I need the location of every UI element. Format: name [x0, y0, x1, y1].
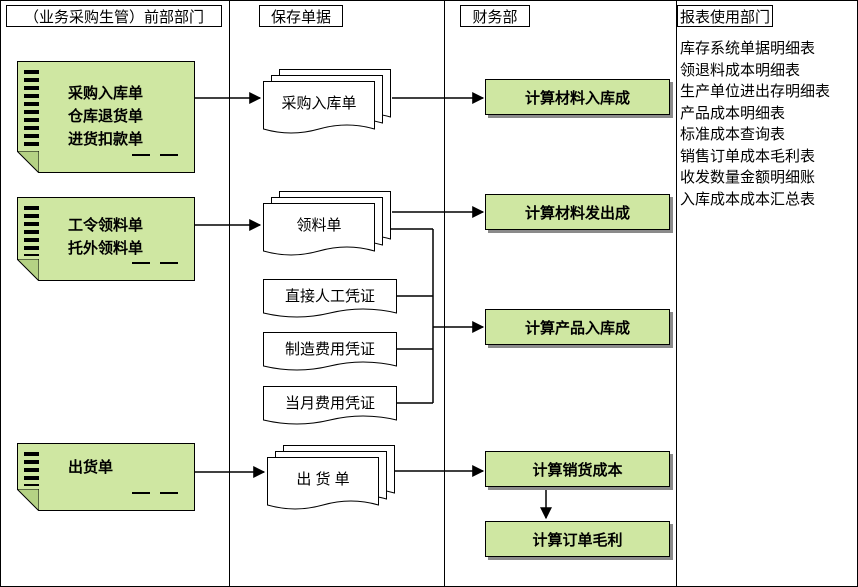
multi-document-icon	[263, 191, 391, 256]
col4-header: 报表使用部门	[677, 5, 773, 27]
note-line: 仓库退货单	[68, 108, 144, 125]
doc-label: 直接人工凭证	[284, 287, 375, 305]
doc-stack-label: 出 货 单	[296, 470, 350, 488]
signature-line	[132, 492, 150, 494]
doc-label: 当月费用凭证	[284, 394, 375, 412]
spiral-binding-icon	[24, 452, 39, 486]
process-product-inbound-cost: 计算产品入库成	[485, 309, 670, 345]
col3-header: 财务部	[460, 5, 530, 27]
process-sales-cost: 计算销货成本	[485, 451, 670, 487]
note-line: 进货扣款单	[68, 131, 144, 148]
col2-header: 保存单据	[259, 5, 343, 27]
report-item: 收发数量金额明细账	[680, 169, 816, 186]
process-material-issue-cost: 计算材料发出成	[485, 194, 670, 230]
report-item: 标准成本查询表	[680, 126, 786, 143]
doc-stack-label: 领料单	[296, 216, 342, 234]
document-icon	[263, 332, 397, 371]
col1-header: （业务采购生管）前部部门	[6, 5, 222, 27]
note-line: 采购入库单	[68, 85, 144, 102]
report-item: 入库成本成本汇总表	[680, 190, 816, 208]
document-icon	[263, 279, 397, 318]
report-item: 销售订单成本毛利表	[680, 147, 816, 165]
note-line: 出货单	[68, 459, 114, 476]
doc-direct-labor-voucher: 直接人工凭证	[263, 279, 397, 330]
doc-label: 制造费用凭证	[284, 340, 375, 358]
doc-stack-purchase-receipt: 采购入库单	[263, 69, 391, 148]
folded-corner-icon	[17, 151, 39, 173]
column-divider-2	[444, 1, 445, 586]
signature-line	[160, 154, 178, 156]
signature-line	[132, 262, 150, 264]
process-order-gross-profit: 计算订单毛利	[485, 521, 670, 557]
note-line: 托外领料单	[68, 240, 144, 257]
signature-line	[160, 262, 178, 264]
spiral-binding-icon	[24, 70, 39, 148]
report-item: 库存系统单据明细表	[680, 40, 816, 57]
column-divider-1	[229, 1, 230, 586]
report-list: 库存系统单据明细表 领退料成本明细表 生产单位进出存明细表 产品成本明细表 标准…	[680, 38, 856, 210]
signature-line	[132, 154, 150, 156]
note-text: 出货单	[68, 456, 190, 479]
document-icon	[263, 386, 397, 425]
note-shipment-document: 出货单	[17, 443, 195, 511]
column-divider-3	[676, 1, 677, 586]
signature-line	[160, 492, 178, 494]
note-requisition-documents: 工令领料单 托外领料单	[17, 197, 195, 281]
multi-document-icon	[267, 445, 395, 510]
note-text: 采购入库单 仓库退货单 进货扣款单	[68, 82, 190, 151]
report-item: 领退料成本明细表	[680, 61, 801, 79]
doc-monthly-expense-voucher: 当月费用凭证	[263, 386, 397, 437]
note-text: 工令领料单 托外领料单	[68, 214, 190, 260]
doc-stack-label: 采购入库单	[281, 94, 357, 112]
doc-stack-material-requisition: 领料单	[263, 191, 391, 270]
report-item: 生产单位进出存明细表	[680, 83, 831, 100]
multi-document-icon	[263, 69, 391, 134]
doc-stack-shipment-order: 出 货 单	[267, 445, 395, 524]
folded-corner-icon	[17, 489, 39, 511]
note-line: 工令领料单	[68, 217, 144, 234]
report-item: 产品成本明细表	[680, 104, 786, 122]
spiral-binding-icon	[24, 206, 39, 256]
note-purchase-documents: 采购入库单 仓库退货单 进货扣款单	[17, 61, 195, 173]
folded-corner-icon	[17, 259, 39, 281]
doc-manufacturing-expense-voucher: 制造费用凭证	[263, 332, 397, 383]
process-material-inbound-cost: 计算材料入库成	[485, 79, 670, 115]
